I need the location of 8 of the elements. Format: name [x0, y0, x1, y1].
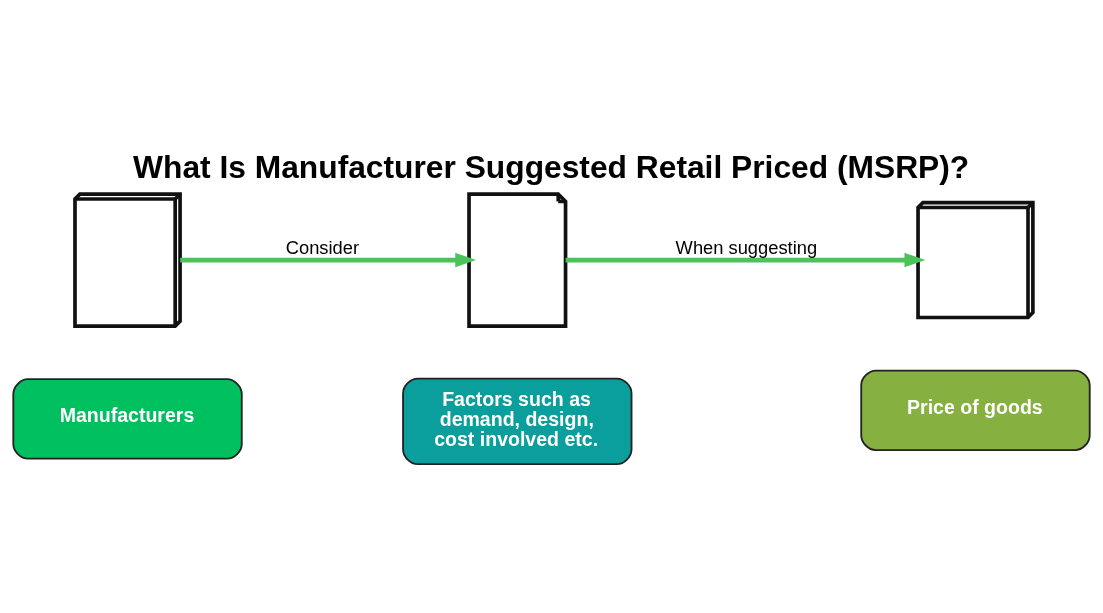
arrow [565, 252, 926, 268]
node-box: Manufacturers [12, 378, 243, 460]
diagram-title: What Is Manufacturer Suggested Retail Priced (MSRP)? [133, 148, 970, 185]
edge-label: Consider [285, 236, 360, 258]
edge-label: When suggesting [675, 236, 818, 258]
arrow [180, 252, 477, 268]
node-box: Price of goods [860, 369, 1091, 451]
node-box: Factors such as demand, design, cost involved etc. [402, 377, 633, 466]
